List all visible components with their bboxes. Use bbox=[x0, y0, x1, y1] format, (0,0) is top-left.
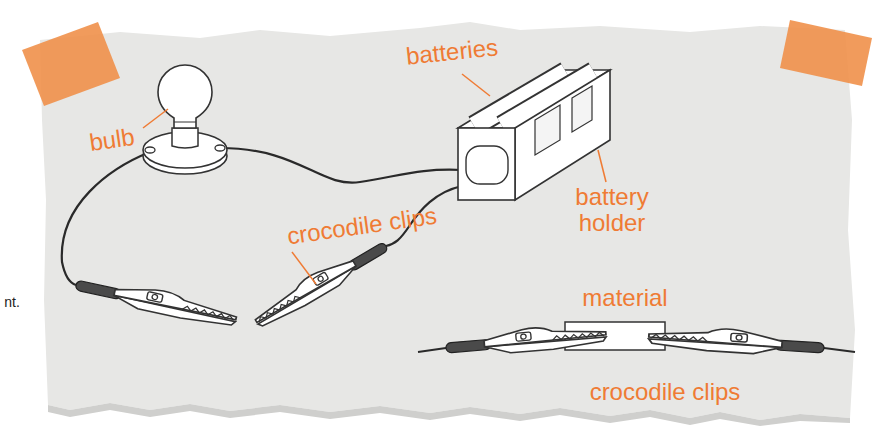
holder-cutout bbox=[466, 146, 508, 184]
paper-torn-edge bbox=[48, 403, 850, 426]
crocodile-clip bbox=[250, 235, 391, 331]
terminal-screw bbox=[145, 147, 155, 153]
leader-line bbox=[143, 109, 168, 128]
part-label: material bbox=[560, 285, 690, 311]
wire bbox=[62, 152, 150, 285]
wire bbox=[220, 148, 462, 183]
part-label: crocodile clips bbox=[261, 199, 463, 253]
holder-front bbox=[458, 128, 515, 200]
leader-line bbox=[292, 252, 316, 284]
holder-slot bbox=[535, 86, 592, 155]
bulb-globe bbox=[158, 65, 212, 128]
part-label: battery holder bbox=[562, 184, 662, 236]
terminal-screw bbox=[215, 145, 225, 151]
crocodile-clip bbox=[74, 272, 239, 329]
wire bbox=[824, 348, 855, 352]
part-label: bulb bbox=[71, 122, 154, 159]
leader-line bbox=[598, 150, 606, 182]
part-label: crocodile clips bbox=[565, 379, 765, 405]
tape-strip bbox=[780, 20, 872, 86]
cut-off-text: nt. bbox=[0, 289, 27, 315]
holder-side bbox=[515, 70, 610, 200]
crocodile-clip bbox=[648, 324, 825, 358]
tape-strip bbox=[22, 22, 120, 106]
torn-paper bbox=[40, 22, 855, 420]
crocodile-clip bbox=[445, 322, 607, 358]
bulb-socket bbox=[172, 128, 198, 148]
part-label: batteries bbox=[386, 32, 518, 71]
wire bbox=[418, 348, 446, 352]
bulb-thread bbox=[174, 122, 196, 123]
leader-line bbox=[462, 74, 490, 96]
